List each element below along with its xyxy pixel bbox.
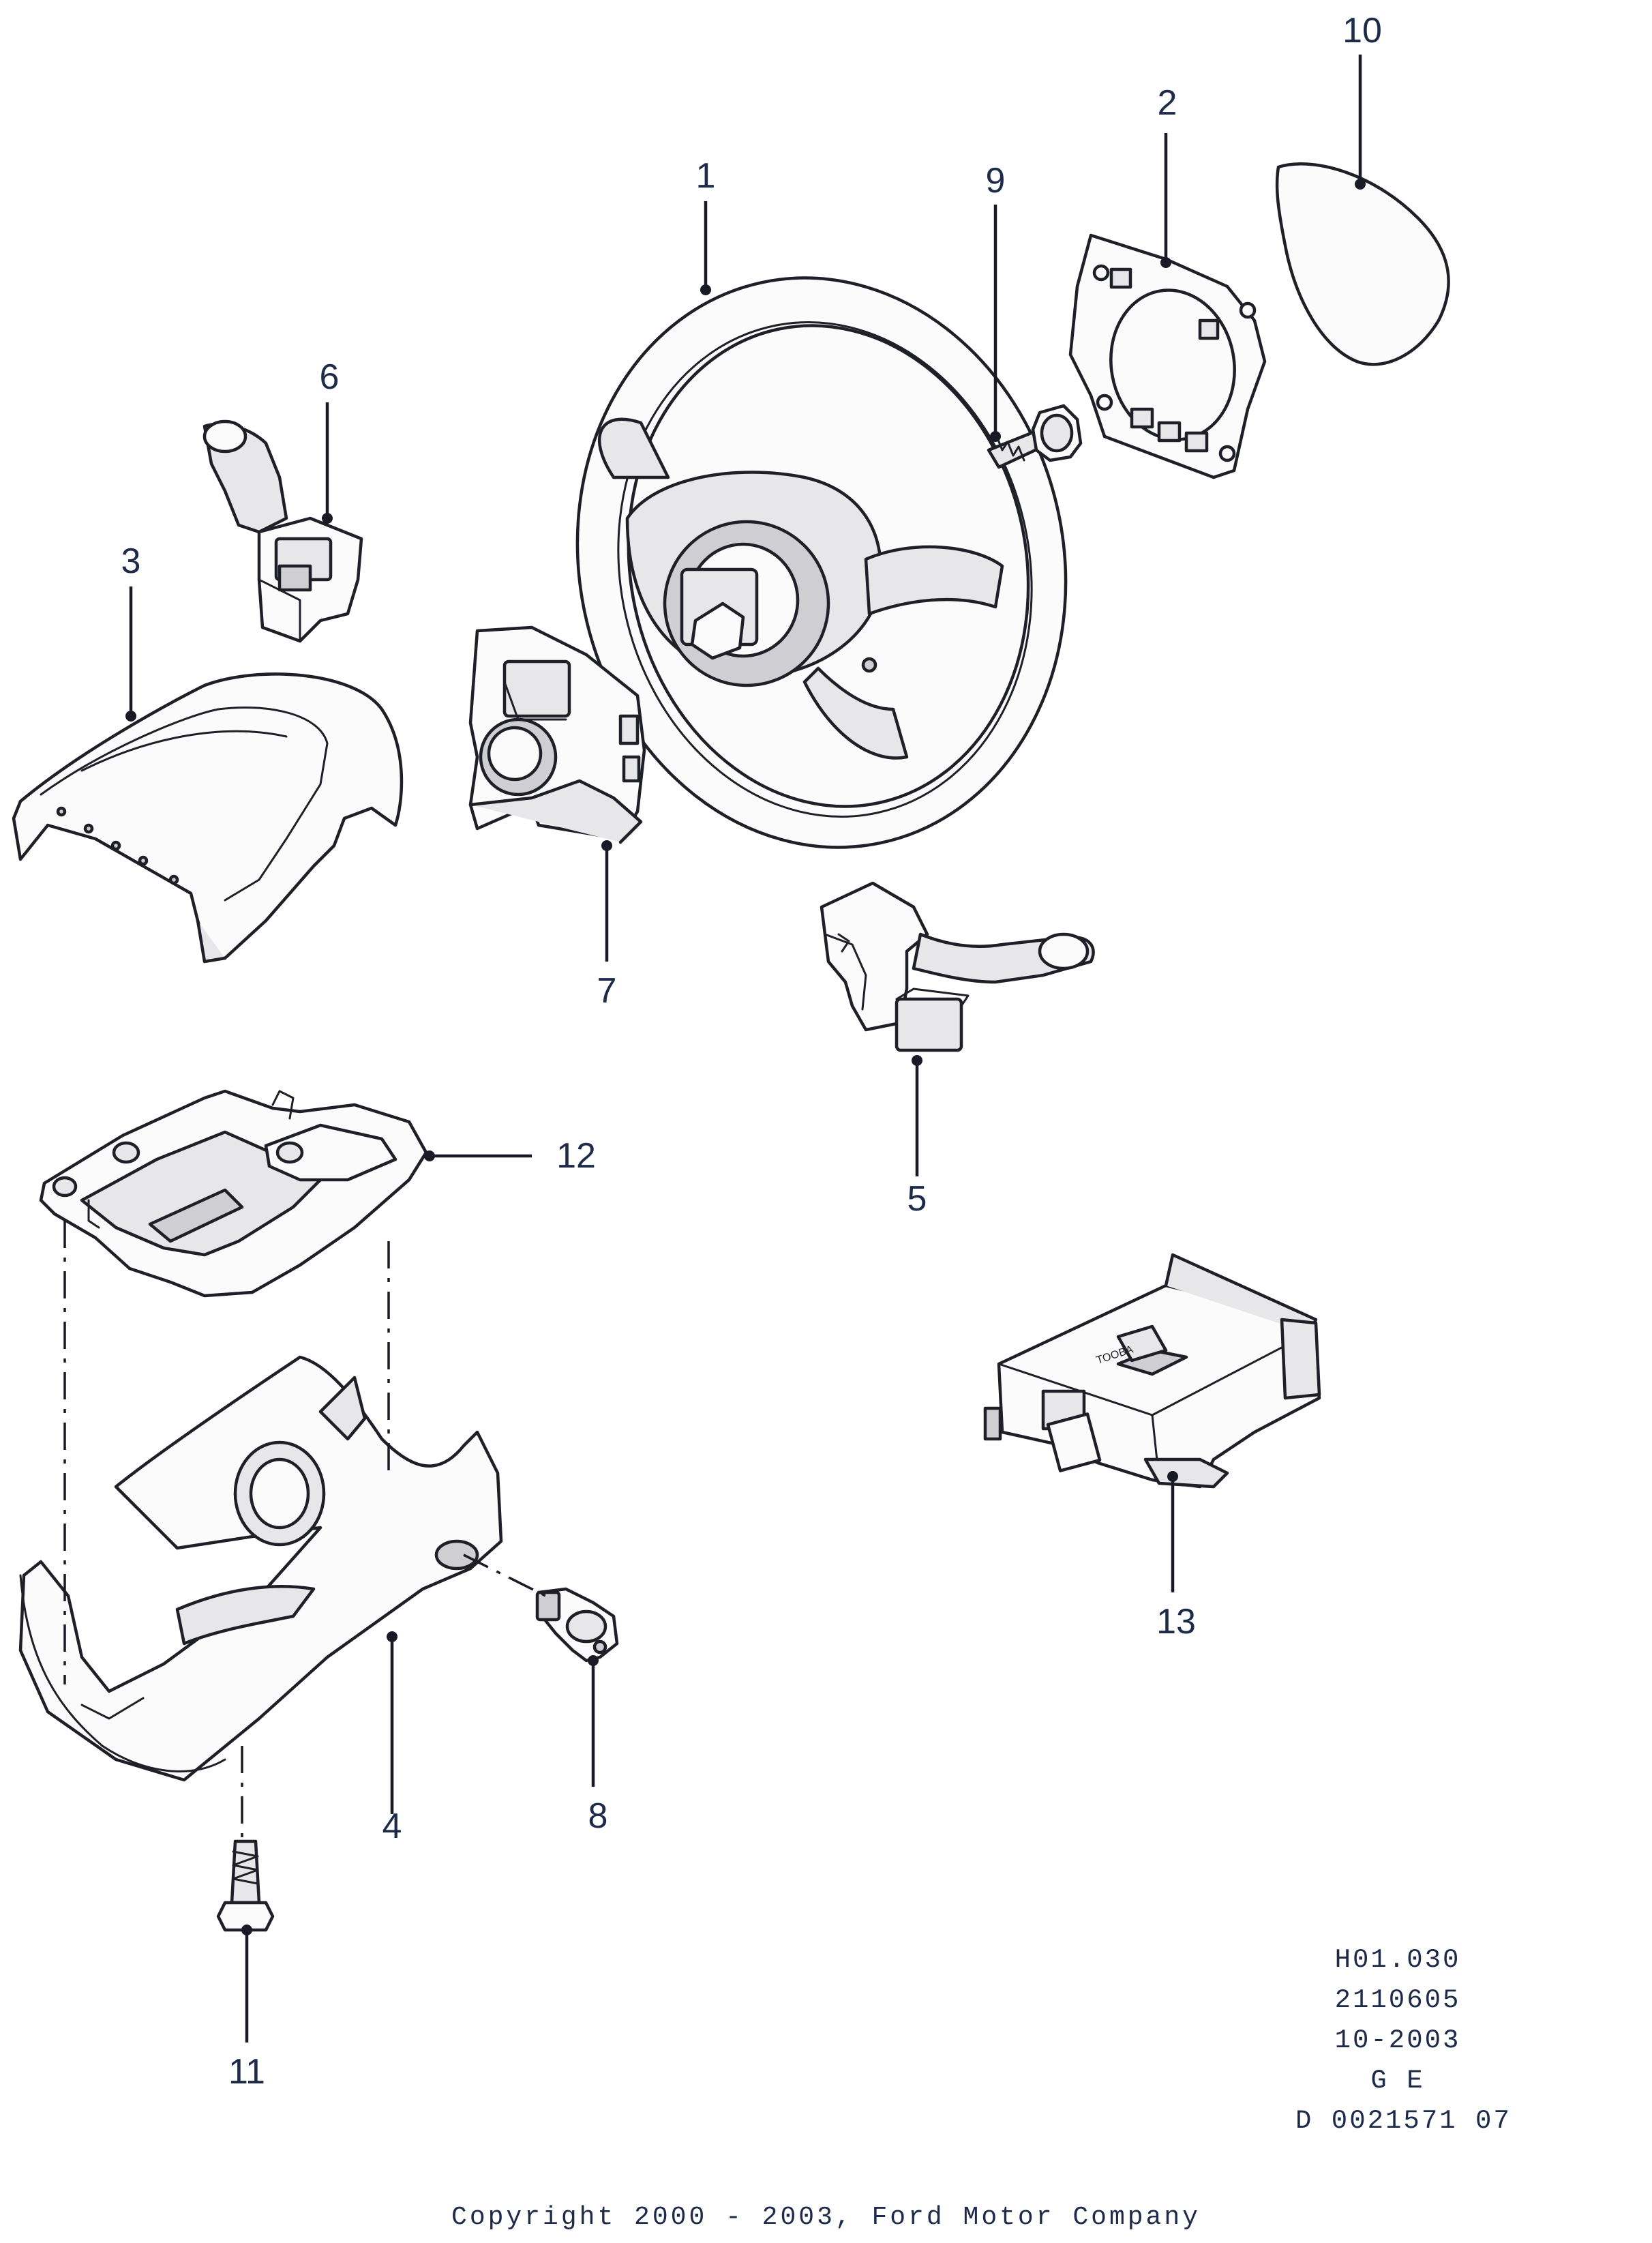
leader-lines bbox=[125, 55, 1366, 2043]
callout-2: 2 bbox=[1158, 83, 1177, 123]
part-13-control-module bbox=[983, 1253, 1321, 1489]
part-8-connector bbox=[535, 1587, 619, 1663]
callout-6: 6 bbox=[320, 357, 340, 397]
reference-line-2: 2110605 bbox=[1334, 1985, 1461, 2015]
copyright-notice: Copyright 2000 - 2003, Ford Motor Compan… bbox=[451, 2203, 1201, 2232]
part-3-upper-shroud bbox=[12, 672, 404, 964]
part-11-screw bbox=[216, 1839, 275, 1932]
callout-5: 5 bbox=[907, 1179, 927, 1219]
callout-7: 7 bbox=[597, 971, 617, 1011]
reference-line-3: 10-2003 bbox=[1334, 2025, 1461, 2055]
callout-13: 13 bbox=[1156, 1602, 1196, 1642]
callout-11: 11 bbox=[228, 2052, 265, 2092]
part-6-indicator-switch bbox=[202, 419, 363, 643]
reference-block: H01.030 2110605 10-2003 G E D 0021571 07 bbox=[1295, 1940, 1512, 2141]
part-5-wiper-switch bbox=[820, 881, 1095, 1052]
part-7-ignition-switch bbox=[468, 625, 646, 844]
part-12-lower-tray bbox=[39, 1089, 428, 1298]
callout-4: 4 bbox=[382, 1807, 402, 1846]
callout-12: 12 bbox=[556, 1136, 596, 1176]
assembly-lines bbox=[63, 1221, 546, 1841]
callout-8: 8 bbox=[588, 1796, 608, 1836]
part-2-bracket-plate bbox=[1068, 233, 1267, 479]
reference-line-4: G E bbox=[1370, 2066, 1425, 2096]
callout-9: 9 bbox=[986, 161, 1006, 200]
callout-1: 1 bbox=[696, 156, 716, 196]
part-4-lower-shroud bbox=[18, 1355, 503, 1782]
part-9-bolt bbox=[987, 404, 1083, 469]
callout-3: 3 bbox=[121, 541, 141, 581]
reference-line-5: D 0021571 07 bbox=[1295, 2106, 1512, 2136]
callout-10: 10 bbox=[1342, 11, 1382, 50]
part-10-airbag-cover bbox=[1275, 162, 1450, 366]
reference-line-1: H01.030 bbox=[1334, 1945, 1461, 1975]
part-1-steering-wheel bbox=[575, 276, 1068, 849]
